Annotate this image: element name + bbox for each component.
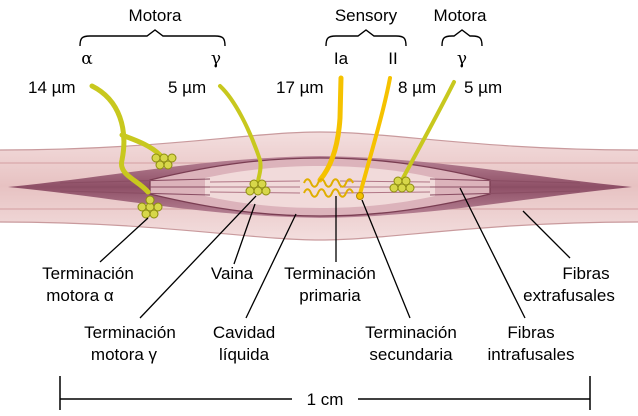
extrafusal-label-2: extrafusales: [523, 286, 615, 305]
alpha-ending-label-2: motora α: [46, 286, 114, 305]
gamma-left-diameter: 5 µm: [168, 78, 206, 97]
motor-left-brace: [80, 30, 225, 46]
motor-right-title: Motora: [434, 6, 487, 25]
secondary-ending-label-2: secundaria: [369, 345, 453, 364]
sensory-title: Sensory: [335, 6, 398, 25]
sheath-label: Vaina: [211, 264, 254, 283]
fluid-cavity-label-1: Cavidad: [213, 323, 275, 342]
secondary-ending-label-1: Terminación: [365, 323, 457, 342]
ia-label: Ia: [334, 49, 349, 68]
motor-left-title: Motora: [129, 6, 182, 25]
intrafusal-label-1: Fibras: [507, 323, 554, 342]
ii-diameter: 8 µm: [398, 78, 436, 97]
ii-label: II: [388, 49, 397, 68]
alpha-symbol: α: [81, 49, 93, 69]
primary-ending-label-1: Terminación: [284, 264, 376, 283]
intrafusal-label-2: intrafusales: [488, 345, 575, 364]
gamma-ending-label-1: Terminación: [84, 323, 176, 342]
sensory-brace: [326, 30, 406, 46]
gamma-symbol-right: γ: [457, 49, 467, 69]
fluid-cavity-label-2: líquida: [219, 345, 270, 364]
secondary-ending: [357, 193, 364, 200]
gamma-ending-label-2: motora γ: [91, 345, 158, 364]
alpha-diameter: 14 µm: [28, 78, 76, 97]
motor-right-brace: [442, 30, 482, 46]
gamma-right-diameter: 5 µm: [464, 78, 502, 97]
primary-ending-label-2: primaria: [299, 286, 361, 305]
gamma-symbol-left: γ: [211, 49, 221, 69]
extrafusal-label-1: Fibras: [562, 264, 609, 283]
alpha-ending-label-1: Terminación: [42, 264, 134, 283]
ia-diameter: 17 µm: [276, 78, 324, 97]
scale-bar-label: 1 cm: [307, 390, 344, 409]
